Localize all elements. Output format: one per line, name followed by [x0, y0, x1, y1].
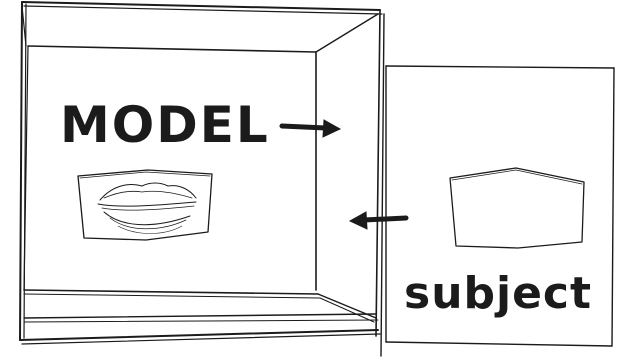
- model-label: MODEL: [60, 96, 270, 154]
- model-box-inner-recess: [21, 5, 379, 323]
- model-box-front-panel: [19, 1, 385, 357]
- arrow-right-icon: [279, 119, 342, 138]
- subject-panel: subject: [348, 65, 615, 347]
- subject-mouth-frame: [449, 167, 585, 249]
- subject-panel-frame: [385, 65, 615, 347]
- arrow-left-icon: [348, 211, 409, 230]
- model-box: MODEL: [19, 1, 385, 357]
- subject-label: subject: [404, 268, 592, 319]
- model-lips-sketch: [77, 169, 213, 241]
